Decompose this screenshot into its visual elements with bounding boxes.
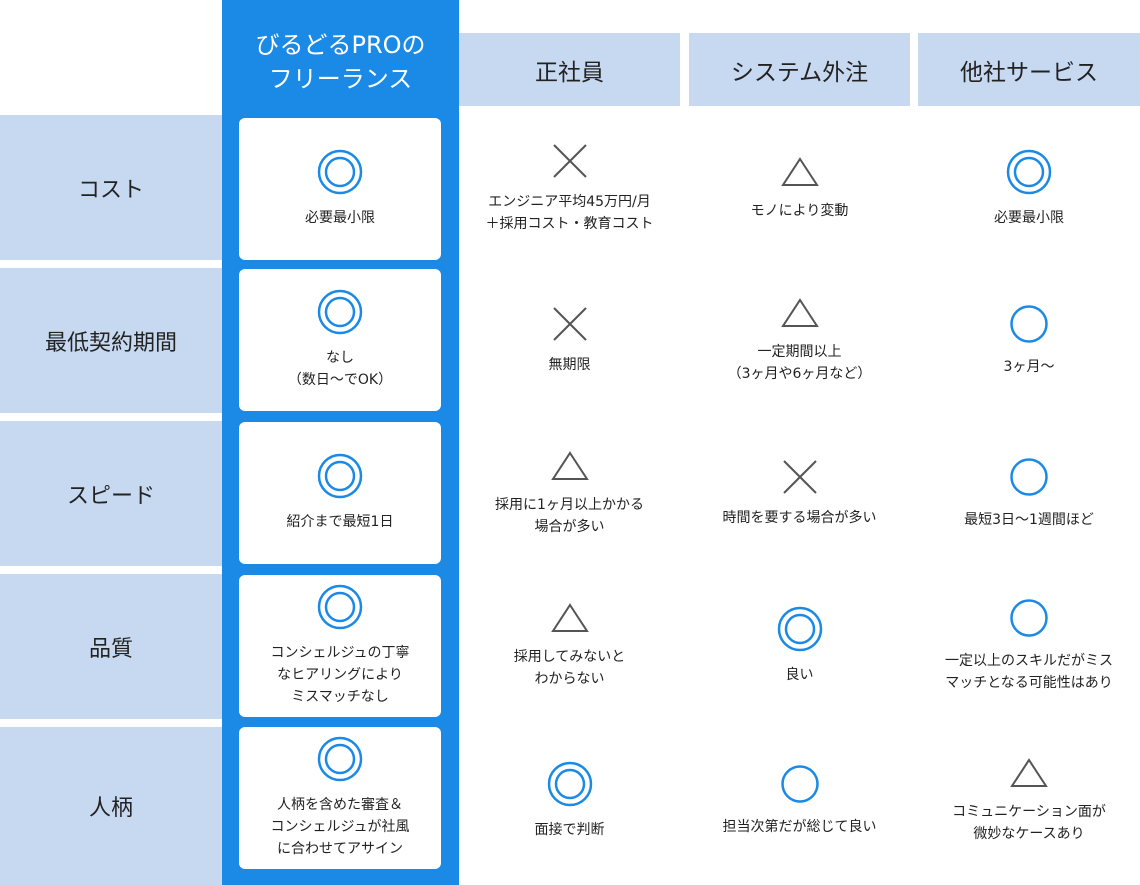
cell-text: 必要最小限 [994, 210, 1064, 226]
circle-icon [1009, 304, 1049, 348]
cell-employee-cost: エンジニア平均45万円/月 ＋採用コスト・教育コスト [459, 118, 680, 260]
cross-icon [552, 143, 588, 183]
double-circle-icon [1006, 149, 1052, 199]
cell-outsourcing-quality: 良い [689, 575, 910, 717]
cell-employee-speed: 採用に1ヶ月以上かかる 場合が多い [459, 423, 680, 565]
cell-other-quality: 一定以上のスキルだがミス マッチとなる可能性はあり [918, 575, 1140, 717]
circle-icon [1009, 457, 1049, 501]
cell-outsourcing-min-contract: 一定期間以上 （3ヶ月や6ヶ月など） [689, 270, 910, 412]
cross-icon [782, 459, 818, 499]
row-header-quality: 品質 [0, 574, 222, 719]
cell-text: 担当次第だが総じて良い [722, 819, 877, 835]
row-divider [459, 721, 1140, 723]
cross-icon [552, 306, 588, 346]
cell-other-cost: 必要最小限 [918, 118, 1140, 260]
cell-text: 3ヶ月〜 [1003, 359, 1055, 375]
highlight-cell-personality: 人柄を含めた審査＆ コンシェルジュが社風 に合わせてアサイン [239, 727, 441, 869]
cell-text: 必要最小限 [305, 210, 375, 226]
cell-other-personality: コミュニケーション面が 微妙なケースあり [918, 730, 1140, 872]
column-header-employee: 正社員 [459, 33, 680, 106]
highlight-cell-quality: コンシェルジュの丁寧 なヒアリングにより ミスマッチなし [239, 575, 441, 717]
circle-icon [780, 764, 820, 808]
triangle-icon [550, 602, 590, 638]
double-circle-icon [317, 453, 363, 503]
double-circle-icon [317, 289, 363, 339]
cell-employee-min-contract: 無期限 [459, 270, 680, 412]
row-header-cost: コスト [0, 115, 222, 260]
cell-text: 良い [785, 667, 814, 683]
column-header-other-services: 他社サービス [918, 33, 1140, 106]
cell-employee-quality: 採用してみないと わからない [459, 575, 680, 717]
cell-text: エンジニア平均45万円/月 ＋採用コスト・教育コスト [485, 194, 654, 232]
triangle-icon [1009, 757, 1049, 793]
double-circle-icon [547, 761, 593, 811]
cell-text: 無期限 [548, 357, 591, 373]
cell-text: なし （数日〜でOK） [287, 350, 393, 388]
highlight-column-title: びるどるPROの フリーランス [255, 31, 426, 93]
cell-text: 採用に1ヶ月以上かかる 場合が多い [495, 497, 644, 535]
row-header-speed: スピード [0, 421, 222, 566]
cell-outsourcing-speed: 時間を要する場合が多い [689, 423, 910, 565]
cell-text: コミュニケーション面が 微妙なケースあり [952, 804, 1106, 842]
cell-text: 時間を要する場合が多い [722, 510, 877, 526]
cell-text: 採用してみないと わからない [513, 649, 626, 687]
cell-text: 面接で判断 [534, 822, 605, 838]
cell-outsourcing-cost: モノにより変動 [689, 118, 910, 260]
cell-outsourcing-personality: 担当次第だが総じて良い [689, 730, 910, 872]
circle-icon [1009, 598, 1049, 642]
cell-text: 一定以上のスキルだがミス マッチとなる可能性はあり [945, 653, 1113, 691]
triangle-icon [550, 450, 590, 486]
double-circle-icon [317, 736, 363, 786]
double-circle-icon [777, 606, 823, 656]
row-divider [459, 415, 1140, 417]
double-circle-icon [317, 149, 363, 199]
triangle-icon [780, 156, 820, 192]
row-header-min-contract: 最低契約期間 [0, 268, 222, 413]
cell-employee-personality: 面接で判断 [459, 730, 680, 872]
highlight-cell-cost: 必要最小限 [239, 118, 441, 260]
row-header-personality: 人柄 [0, 727, 222, 885]
cell-text: 紹介まで最短1日 [286, 514, 394, 530]
triangle-icon [780, 297, 820, 333]
row-divider [459, 262, 1140, 264]
cell-text: 一定期間以上 （3ヶ月や6ヶ月など） [727, 344, 872, 382]
highlight-cell-speed: 紹介まで最短1日 [239, 422, 441, 564]
cell-text: 人柄を含めた審査＆ コンシェルジュが社風 に合わせてアサイン [270, 797, 410, 857]
column-header-outsourcing: システム外注 [689, 33, 910, 106]
double-circle-icon [317, 584, 363, 634]
cell-text: モノにより変動 [750, 203, 849, 219]
cell-text: 最短3日〜1週間ほど [964, 512, 1094, 528]
highlight-cell-min-contract: なし （数日〜でOK） [239, 269, 441, 411]
cell-text: コンシェルジュの丁寧 なヒアリングにより ミスマッチなし [270, 645, 410, 705]
cell-other-min-contract: 3ヶ月〜 [918, 270, 1140, 412]
row-divider [459, 568, 1140, 570]
cell-other-speed: 最短3日〜1週間ほど [918, 423, 1140, 565]
